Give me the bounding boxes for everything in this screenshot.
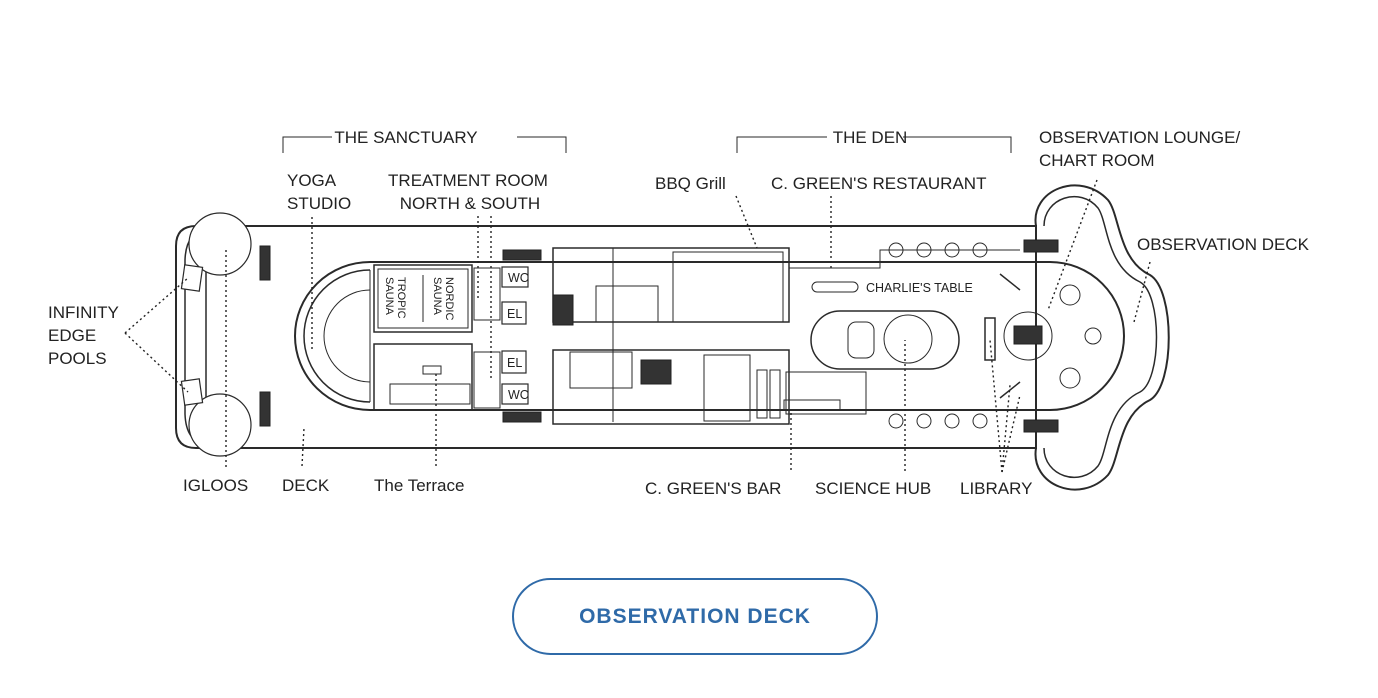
deck-stairs — [259, 239, 1059, 433]
nordic-sauna-2: SAUNA — [431, 277, 443, 316]
restaurant-area: CHARLIE'S TABLE — [789, 249, 1020, 295]
wc-bottom: WC — [508, 388, 529, 402]
label-yoga-2: STUDIO — [287, 194, 351, 213]
sanctuary-title: THE SANCTUARY — [334, 128, 477, 147]
el-bottom: EL — [507, 356, 522, 370]
label-igloos: IGLOOS — [183, 476, 248, 495]
label-treatment-2: NORTH & SOUTH — [400, 194, 540, 213]
label-observation-lounge-2: CHART ROOM — [1039, 151, 1155, 170]
library-lounge — [984, 273, 1102, 399]
tropic-sauna-1: TROPIC — [395, 277, 407, 319]
yoga-studio — [303, 269, 371, 403]
label-terrace: The Terrace — [374, 476, 464, 495]
label-bar: C. GREEN'S BAR — [645, 479, 781, 498]
science-hub — [810, 310, 960, 370]
den-bracket: THE DEN — [736, 128, 1012, 153]
bar-area — [756, 369, 867, 419]
wc-top: WC — [508, 271, 529, 285]
charlies-table: CHARLIE'S TABLE — [866, 281, 973, 295]
label-infinity-1: INFINITY — [48, 303, 119, 322]
tropic-sauna-2: SAUNA — [383, 277, 395, 316]
central-core — [552, 247, 790, 425]
label-science-hub: SCIENCE HUB — [815, 479, 931, 498]
label-deck: DECK — [282, 476, 330, 495]
terrace-area — [373, 267, 501, 411]
den-title: THE DEN — [833, 128, 908, 147]
label-yoga-1: YOGA — [287, 171, 337, 190]
igloos — [180, 212, 252, 457]
label-bbq-grill: BBQ Grill — [655, 174, 726, 193]
label-infinity-2: EDGE — [48, 326, 96, 345]
label-restaurant: C. GREEN'S RESTAURANT — [771, 174, 986, 193]
nordic-sauna-1: NORDIC — [443, 277, 455, 320]
label-infinity-3: POOLS — [48, 349, 107, 368]
el-top: EL — [507, 307, 522, 321]
label-treatment-1: TREATMENT ROOM — [388, 171, 548, 190]
observation-deck-button[interactable]: OBSERVATION DECK — [512, 578, 878, 655]
sanctuary-bracket: THE SANCTUARY — [282, 128, 567, 153]
restaurant-tables — [888, 242, 988, 429]
leader-lines — [124, 179, 1151, 473]
label-observation-deck: OBSERVATION DECK — [1137, 235, 1310, 254]
label-library: LIBRARY — [960, 479, 1032, 498]
saunas: TROPIC SAUNA NORDIC SAUNA — [373, 264, 473, 333]
service-rooms: WC EL EL WC — [501, 266, 529, 405]
label-observation-lounge-1: OBSERVATION LOUNGE/ — [1039, 128, 1240, 147]
